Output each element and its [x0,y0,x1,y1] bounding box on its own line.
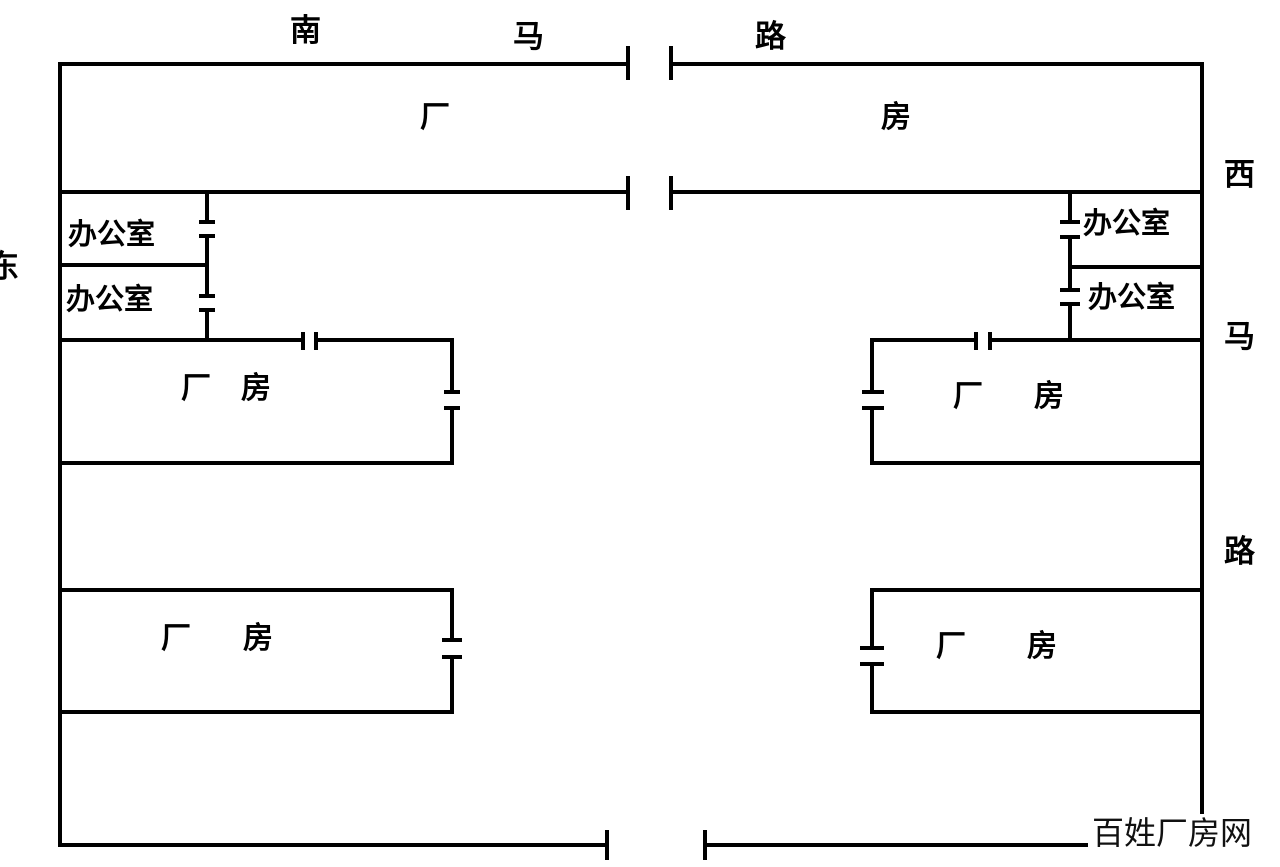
south-road-char-3: 路 [755,19,786,55]
west-road-char-1: 西 [1224,157,1255,193]
left-factory-lower-label-b: 房 [243,621,273,656]
outer-wall-top-right [669,62,1204,847]
right-office-lower-label: 办公室 [1088,280,1176,314]
right-office-upper-label: 办公室 [1083,206,1171,240]
west-road-char-3: 路 [1224,534,1255,570]
left-factory-upper-label-b: 房 [241,371,271,406]
right-factory-upper-wall [870,338,978,394]
right-factory-upper-label-b: 房 [1034,379,1064,414]
south-road-char-1: 南 [290,13,321,49]
left-office-lower-label: 办公室 [66,282,154,316]
outer-wall-top-left [58,62,630,847]
left-factory-upper-wall-lower [58,406,454,465]
left-factory-lower-wall [58,588,454,642]
left-factory-upper-wall [314,338,454,394]
right-factory-lower-label-b: 房 [1027,629,1057,664]
top-factory-label-a: 厂 [420,100,450,135]
right-factory-lower-label-a: 厂 [936,629,966,664]
right-factory-lower-wall-lower [870,662,1204,714]
left-factory-lower-label-a: 厂 [161,621,191,656]
right-factory-upper-label-a: 厂 [953,379,983,414]
west-road-char-2: 马 [1224,319,1255,355]
right-factory-upper-wall-lower [870,406,1204,465]
east-road-char: 东 [0,249,19,285]
left-office-upper-label: 办公室 [68,217,156,251]
left-factory-lower-wall-lower [58,655,454,714]
left-factory-upper-label-a: 厂 [181,371,211,406]
top-factory-label-b: 房 [881,100,911,135]
right-factory-lower-wall [870,588,1204,650]
watermark: 百姓厂房网 [1087,813,1256,853]
south-road-char-2: 马 [513,19,544,55]
